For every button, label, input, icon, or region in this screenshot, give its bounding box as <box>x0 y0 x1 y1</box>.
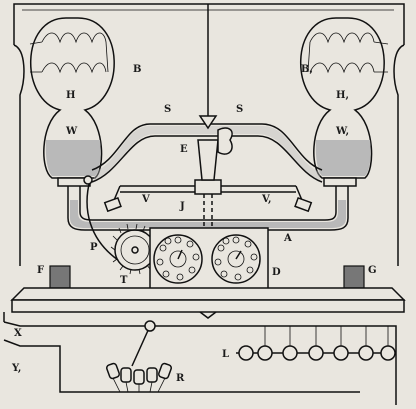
lamp-5 <box>358 345 374 361</box>
label-Y1: Y, <box>11 363 21 374</box>
label-D: D <box>272 267 281 278</box>
label-V: V <box>141 194 150 205</box>
left-filament-top <box>41 32 107 44</box>
left-bulb <box>29 17 115 179</box>
label-T: T <box>120 275 128 286</box>
top-wire-frame <box>13 3 405 45</box>
rotary-switch <box>106 320 172 393</box>
label-J: J <box>179 201 185 212</box>
label-W1: W, <box>335 126 349 137</box>
label-S-right: S <box>236 104 243 115</box>
lamp-4 <box>333 345 349 361</box>
label-A: A <box>283 233 292 244</box>
left-side-wire <box>13 44 25 185</box>
rod-P <box>86 179 119 261</box>
base-plate <box>10 287 406 319</box>
label-B: B <box>133 64 141 75</box>
lamp-row <box>236 326 396 361</box>
label-R: R <box>176 373 185 384</box>
lamp-6 <box>380 345 396 361</box>
label-H1: H, <box>336 90 349 101</box>
label-V1: V, <box>261 194 272 205</box>
counter-box <box>149 227 269 293</box>
label-L: L <box>222 349 229 360</box>
label-G: G <box>368 265 377 276</box>
contact-block-G <box>343 265 365 289</box>
right-filament-bottom <box>309 62 375 74</box>
side-wires-down <box>19 185 399 266</box>
label-X: X <box>14 328 22 339</box>
label-B1: B, <box>301 64 313 75</box>
label-P: P <box>90 242 98 253</box>
label-E: E <box>180 144 188 155</box>
contact-block-F <box>49 265 71 289</box>
dial-left <box>153 234 203 284</box>
lamp-3 <box>308 345 324 361</box>
wire-Y1 <box>3 339 360 393</box>
lamp-7 <box>238 345 254 361</box>
rod-pivot <box>83 175 93 185</box>
pivot-bracket <box>197 108 233 255</box>
right-collar <box>323 177 357 187</box>
right-bulb <box>300 17 389 179</box>
dial-right <box>211 234 261 284</box>
lamp-2 <box>282 345 298 361</box>
right-filament-top <box>309 32 375 44</box>
lamp-1 <box>257 345 273 361</box>
right-side-wire <box>393 44 405 185</box>
balance-beam <box>103 179 313 213</box>
label-S-left: S <box>164 104 171 115</box>
label-W: W <box>65 126 78 137</box>
wire-X <box>3 321 397 405</box>
label-F: F <box>37 265 44 276</box>
label-H: H <box>66 90 75 101</box>
left-filament-bottom <box>41 62 107 74</box>
